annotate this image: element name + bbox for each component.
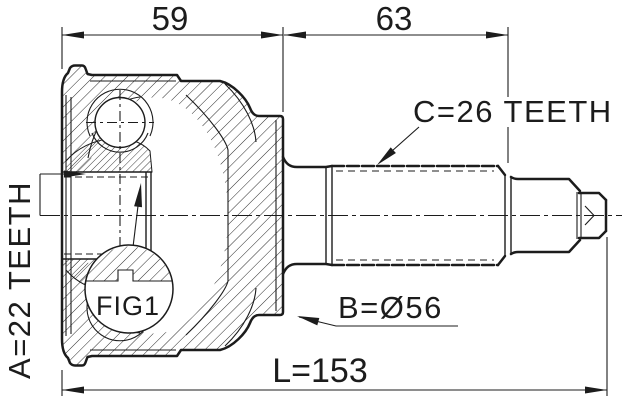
fig1-leader-arrowhead [134, 183, 142, 208]
callout-diameter-b: B=Ø56 [297, 290, 458, 327]
callout-teeth-c: C=26 TEETH [377, 94, 613, 165]
fig1-detail: FIG1 [84, 183, 174, 334]
diameter-b-label: B=Ø56 [338, 290, 443, 325]
dimensions: 59 63 L=153 A=22 TEETH C=26 TEETH [2, 0, 613, 396]
thread-end-bottom [577, 229, 608, 240]
arrowhead-right [585, 386, 607, 394]
arrowhead-right [486, 31, 508, 39]
cage-arc [91, 132, 149, 153]
leader-arrowhead [377, 147, 396, 165]
spline-end-chamfer [496, 164, 507, 177]
fig1-spline-tooth-profile [86, 269, 172, 282]
boot-seat-bottom [281, 262, 334, 276]
fig1-leader-line [132, 205, 139, 248]
length-label: L=153 [272, 352, 368, 390]
housing-outline [60, 64, 285, 367]
arrowhead-left [62, 386, 84, 394]
shoulder-inner-curve [224, 287, 257, 347]
dimension-length: L=153 [62, 352, 607, 394]
teeth-a-label: A=22 TEETH [2, 181, 37, 379]
race-groove-arc [86, 88, 154, 137]
dimension-59: 59 [62, 0, 283, 39]
end-chamfer-cone [584, 205, 595, 216]
dimension-63: 63 [284, 0, 508, 39]
dim-63-label: 63 [376, 0, 413, 37]
callout-teeth-a: A=22 TEETH [2, 170, 86, 379]
dim-59-label: 59 [152, 0, 189, 37]
end-chamfer-cone [584, 215, 595, 226]
fig1-label: FIG1 [96, 291, 160, 321]
boot-seat-top [281, 155, 334, 169]
arrowhead-left [62, 31, 84, 39]
arrowhead-right [261, 31, 283, 39]
leader-line [391, 126, 420, 152]
leader-arrowhead [297, 316, 320, 326]
teeth-c-label: C=26 TEETH [413, 94, 613, 129]
collar-top [509, 175, 582, 193]
leader-arrowhead [64, 170, 86, 178]
arrowhead-left [284, 31, 306, 39]
fig1-spline-tooth-hatch [86, 246, 172, 281]
spline-end-chamfer [496, 254, 507, 267]
shoulder-inner-curve [224, 83, 257, 143]
collar-bottom [509, 238, 582, 256]
thread-end-top [577, 191, 608, 202]
